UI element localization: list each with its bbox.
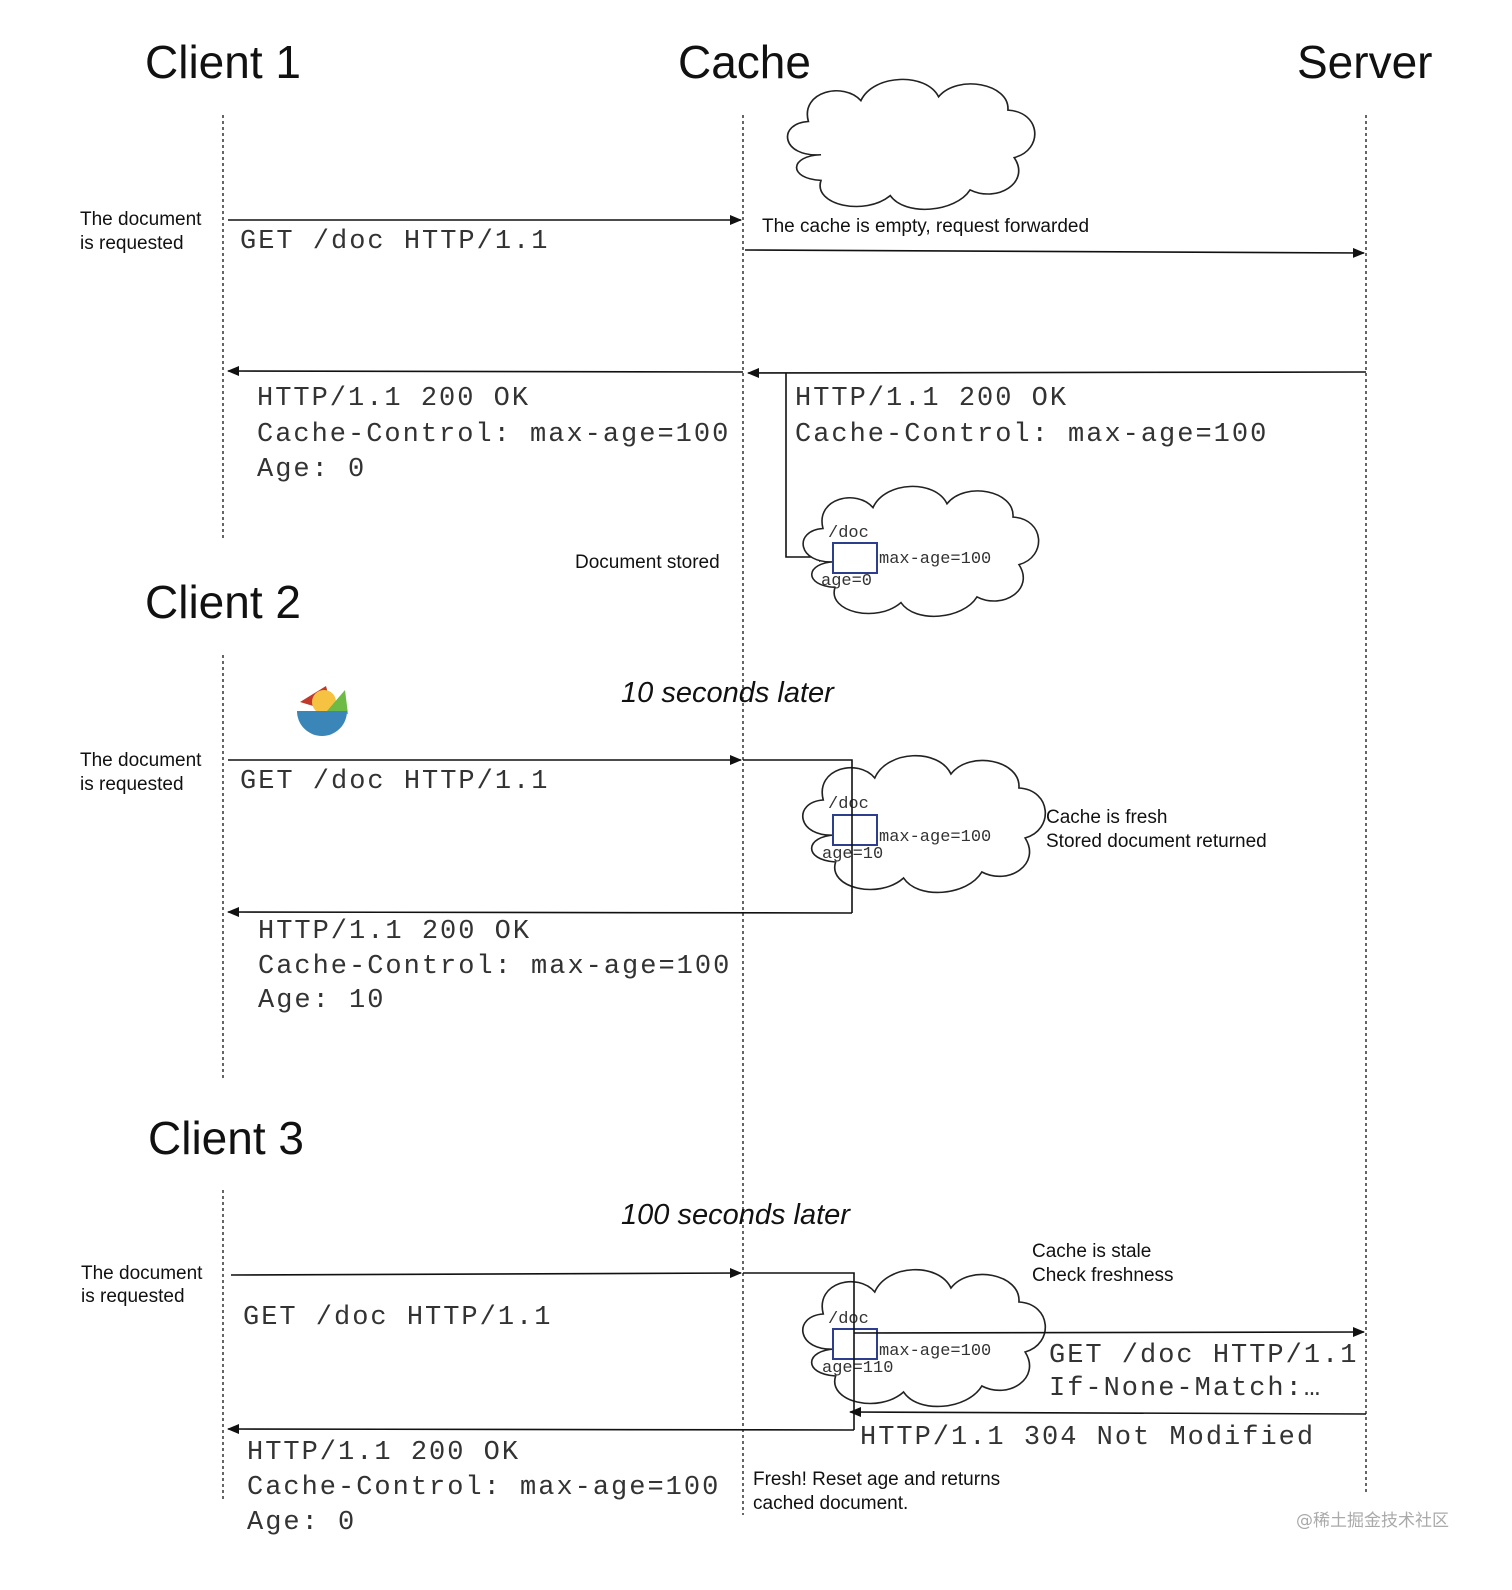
doc-requested-label-2a: The document — [80, 750, 202, 771]
client-2-response-line-3: Age: 10 — [258, 986, 385, 1016]
client-3-response-line-3: Age: 0 — [247, 1508, 356, 1538]
cache-response-arrow-1 — [227, 366, 744, 377]
cache-lookup-line-3 — [743, 1272, 855, 1430]
client-2-response-line-1: HTTP/1.1 200 OK — [258, 917, 531, 947]
actor-cache: Cache — [678, 36, 811, 88]
cloud-1-age: age=0 — [821, 572, 872, 591]
client-3-request-arrow — [230, 1268, 742, 1279]
actor-client-3: Client 3 — [148, 1112, 304, 1164]
cloud-1-doc-path: /doc — [828, 524, 869, 543]
doc-requested-label-2b: is requested — [80, 774, 184, 795]
not-modified-response-arrow — [849, 1407, 1367, 1418]
cache-response-arrow-2 — [227, 907, 853, 918]
client-1-response-line-1: HTTP/1.1 200 OK — [257, 384, 530, 414]
server-response-line-2: Cache-Control: max-age=100 — [795, 420, 1268, 450]
empty-cache-cloud-icon — [786, 78, 1036, 211]
client-1-response-line-3: Age: 0 — [257, 455, 366, 485]
document-stored-note: Document stored — [575, 552, 720, 573]
actor-server: Server — [1297, 36, 1432, 88]
salad-bowl-icon — [297, 686, 348, 736]
cache-cloud-2: /doc max-age=100 age=10 — [801, 754, 1047, 894]
time-note-10s: 10 seconds later — [621, 677, 835, 709]
revalidation-request-line-2: If-None-Match:… — [1049, 1374, 1322, 1404]
client-2-request-text: GET /doc HTTP/1.1 — [240, 767, 549, 797]
fresh-reset-note-line-1: Fresh! Reset age and returns — [753, 1469, 1000, 1490]
cloud-2-doc-path: /doc — [828, 795, 869, 814]
server-response-arrow — [747, 367, 1367, 378]
client-3-request-text: GET /doc HTTP/1.1 — [243, 1303, 552, 1333]
cloud-3-doc-path: /doc — [828, 1310, 869, 1329]
actor-client-2: Client 2 — [145, 576, 301, 628]
watermark: @稀土掘金技术社区 — [1296, 1511, 1449, 1531]
doc-requested-label-1a: The document — [80, 209, 202, 230]
actor-client-1: Client 1 — [145, 36, 301, 88]
cloud-3-age: age=110 — [822, 1359, 893, 1378]
cloud-3-max-age: max-age=100 — [879, 1342, 991, 1361]
cache-cloud-3: /doc max-age=100 age=110 — [801, 1268, 1047, 1408]
doc-requested-label-3a: The document — [81, 1263, 203, 1284]
doc-requested-label-1b: is requested — [80, 233, 184, 254]
stored-document-box-3 — [832, 1328, 878, 1360]
client-1-request-text: GET /doc HTTP/1.1 — [240, 227, 549, 257]
cache-fresh-note-line-2: Stored document returned — [1046, 831, 1267, 852]
cache-stale-note-line-1: Cache is stale — [1032, 1241, 1151, 1262]
cache-stale-note-line-2: Check freshness — [1032, 1265, 1174, 1286]
doc-requested-label-3b: is requested — [81, 1286, 185, 1307]
stored-document-box-1 — [832, 542, 878, 574]
client-2-response-line-2: Cache-Control: max-age=100 — [258, 952, 731, 982]
revalidation-request-line-1: GET /doc HTTP/1.1 — [1049, 1341, 1358, 1371]
cache-response-arrow-3 — [227, 1424, 855, 1435]
cache-empty-note: The cache is empty, request forwarded — [762, 216, 1089, 237]
client-3-response-line-1: HTTP/1.1 200 OK — [247, 1438, 520, 1468]
cache-forward-arrow — [744, 247, 1365, 258]
server-response-line-1: HTTP/1.1 200 OK — [795, 384, 1068, 414]
fresh-reset-note-line-2: cached document. — [753, 1493, 908, 1514]
stored-document-box-2 — [832, 814, 878, 846]
time-note-100s: 100 seconds later — [621, 1199, 851, 1231]
cache-cloud-1: /doc max-age=100 age=0 — [802, 485, 1040, 618]
client-3-response-line-2: Cache-Control: max-age=100 — [247, 1473, 720, 1503]
not-modified-response-text: HTTP/1.1 304 Not Modified — [860, 1423, 1315, 1453]
client-1-response-line-2: Cache-Control: max-age=100 — [257, 420, 730, 450]
cache-lookup-line-2 — [743, 759, 853, 913]
cache-fresh-note-line-1: Cache is fresh — [1046, 807, 1167, 828]
cloud-1-max-age: max-age=100 — [879, 550, 991, 569]
cloud-2-max-age: max-age=100 — [879, 828, 991, 847]
revalidation-request-arrow — [853, 1327, 1365, 1338]
